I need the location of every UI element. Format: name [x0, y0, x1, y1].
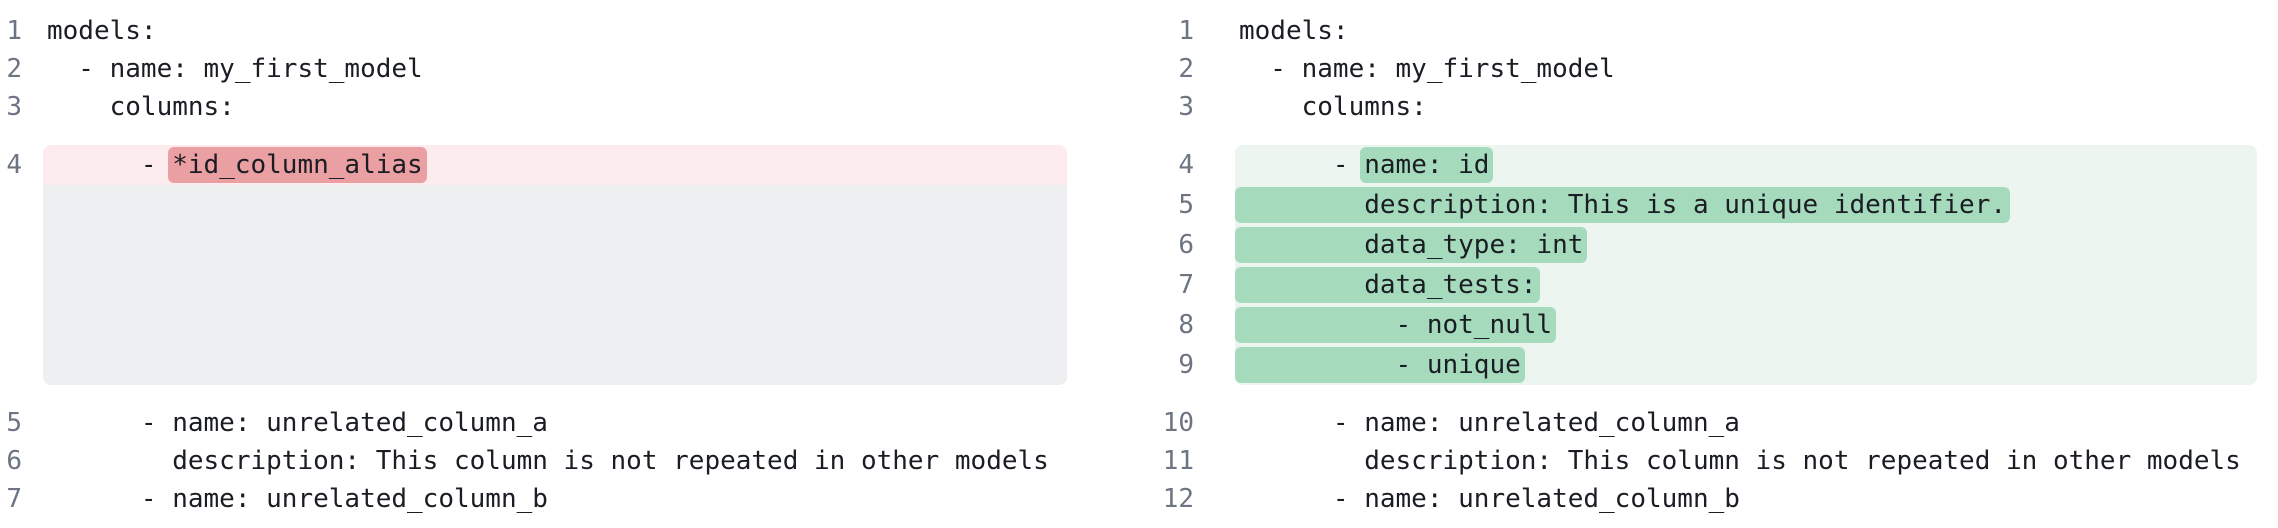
line-number: 12 [1162, 484, 1194, 514]
code-column: models: - name: my_first_model columns: [1235, 12, 2257, 126]
after-tail-section: 10 11 12 - name: unrelated_column_a desc… [1139, 404, 2257, 518]
diff-pane-after: 1 2 3 models: - name: my_first_model col… [1139, 12, 2257, 518]
code-column: - name: id description: This is a unique… [1235, 145, 2257, 385]
line-number: 1 [1178, 16, 1194, 46]
added-line: data_tests: [1235, 265, 2257, 305]
added-line: - name: id [1235, 145, 2257, 185]
code-line: - name: unrelated_column_b [47, 484, 548, 514]
line-number: 4 [6, 150, 22, 180]
removed-line-prefix: - [47, 150, 173, 180]
added-token: data_tests: [1235, 267, 1541, 303]
code-column: - *id_column_alias [43, 145, 1067, 385]
diff-pane-before: 1 2 3 models: - name: my_first_model col… [0, 12, 1067, 518]
code-line: - name: unrelated_column_a [47, 408, 548, 438]
code-column: - name: unrelated_column_a description: … [1235, 404, 2257, 518]
line-number: 2 [6, 54, 22, 84]
removed-token: *id_column_alias [168, 147, 427, 183]
before-tail-section: 5 6 7 - name: unrelated_column_a descrip… [0, 404, 1067, 518]
code-line: - name: my_first_model [1239, 54, 1615, 84]
gutter-column: 4 5 6 7 8 9 [1139, 145, 1194, 385]
code-line: description: This column is not repeated… [1239, 446, 2241, 476]
diff-block-removed: 4 - *id_column_alias [0, 145, 1067, 385]
gutter-column: 10 11 12 [1139, 404, 1194, 518]
code-line: models: [47, 16, 157, 46]
line-number: 2 [1178, 54, 1194, 84]
line-number: 5 [1178, 190, 1194, 220]
line-number: 5 [6, 408, 22, 438]
code-column: - name: unrelated_column_a description: … [43, 404, 1067, 518]
line-number: 6 [6, 446, 22, 476]
added-line-prefix: - [1239, 150, 1365, 180]
gutter-column: 1 2 3 [0, 12, 22, 126]
line-number: 3 [1178, 92, 1194, 122]
removed-line: - *id_column_alias [43, 145, 1067, 185]
line-number: 6 [1178, 230, 1194, 260]
line-number: 4 [1178, 150, 1194, 180]
line-number: 1 [6, 16, 22, 46]
line-number: 3 [6, 92, 22, 122]
gutter-column: 5 6 7 [0, 404, 22, 518]
collapsed-block-filler [43, 185, 1067, 385]
after-head-section: 1 2 3 models: - name: my_first_model col… [1139, 12, 2257, 126]
line-number: 11 [1162, 446, 1194, 476]
gutter-column: 4 [0, 145, 22, 385]
added-line: data_type: int [1235, 225, 2257, 265]
gutter-column: 1 2 3 [1139, 12, 1194, 126]
code-line: - name: unrelated_column_a [1239, 408, 1740, 438]
code-line: - name: unrelated_column_b [1239, 484, 1740, 514]
before-head-section: 1 2 3 models: - name: my_first_model col… [0, 12, 1067, 126]
code-column: models: - name: my_first_model columns: [43, 12, 1067, 126]
line-number: 9 [1178, 350, 1194, 380]
line-number: 7 [6, 484, 22, 514]
line-number: 7 [1178, 270, 1194, 300]
pane-spacer [1067, 12, 1139, 518]
added-line: description: This is a unique identifier… [1235, 185, 2257, 225]
code-line: - name: my_first_model [47, 54, 423, 84]
code-line: columns: [47, 92, 235, 122]
added-token: description: This is a unique identifier… [1235, 187, 2011, 223]
added-block: - name: id description: This is a unique… [1235, 145, 2257, 385]
code-line: models: [1239, 16, 1349, 46]
added-token: - unique [1235, 347, 1525, 383]
diff-block-added: 4 5 6 7 8 9 - name: id description: This… [1139, 145, 2257, 385]
code-line: description: This column is not repeated… [47, 446, 1049, 476]
removed-block: - *id_column_alias [43, 145, 1067, 385]
added-line: - unique [1235, 345, 2257, 385]
added-token: name: id [1360, 147, 1494, 183]
code-line: columns: [1239, 92, 1427, 122]
line-number: 8 [1178, 310, 1194, 340]
added-line: - not_null [1235, 305, 2257, 345]
added-token: - not_null [1235, 307, 1557, 343]
line-number: 10 [1162, 408, 1194, 438]
added-token: data_type: int [1235, 227, 1588, 263]
